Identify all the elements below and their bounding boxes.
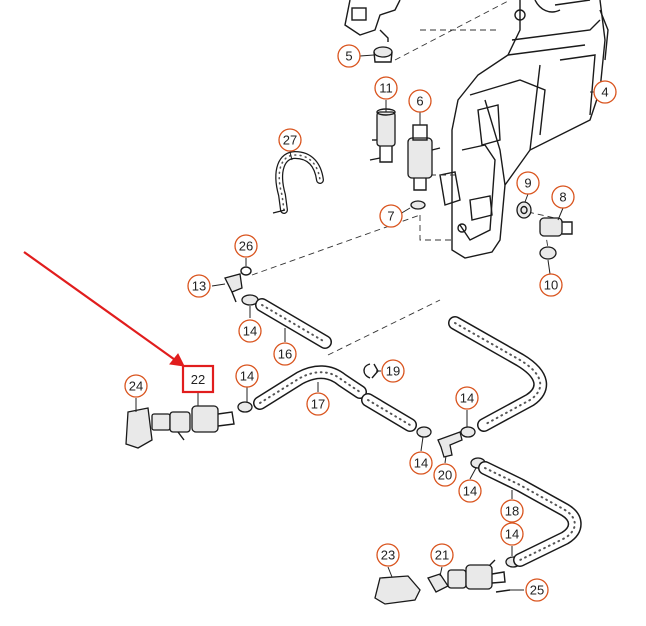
cap-10 — [539, 246, 557, 260]
callout-11: 11 — [374, 76, 398, 100]
svg-text:21: 21 — [435, 548, 449, 563]
callout-4: 4 — [593, 80, 617, 104]
svg-text:19: 19 — [386, 364, 400, 379]
callout-27: 27 — [278, 128, 302, 152]
svg-text:27: 27 — [283, 133, 297, 148]
callout-14-right: 14 — [455, 386, 479, 410]
washer-reservoir — [439, 0, 609, 259]
callout-19: 19 — [381, 359, 405, 383]
highlight-arrow — [23, 251, 185, 367]
assembly-lines — [251, 0, 556, 356]
callout-14-mid: 14 — [409, 451, 433, 475]
callout-25: 25 — [525, 578, 549, 602]
grommet-5 — [373, 46, 393, 63]
hose-loop-right — [448, 316, 548, 432]
svg-text:24: 24 — [129, 379, 143, 394]
callout-14-left: 14 — [235, 364, 259, 388]
svg-text:14: 14 — [460, 391, 474, 406]
callout-24: 24 — [124, 374, 148, 398]
highlight-box — [181, 364, 215, 394]
t-piece-20 — [437, 431, 463, 458]
callout-5: 5 — [337, 44, 361, 68]
callout-10: 10 — [539, 273, 563, 297]
hose-17 — [253, 365, 417, 432]
callout-18: 18 — [500, 499, 524, 523]
callout-14-low: 14 — [458, 479, 482, 503]
callout-14-bottom: 14 — [500, 522, 524, 546]
grommet-9 — [516, 201, 532, 219]
callout-16: 16 — [273, 342, 297, 366]
svg-text:23: 23 — [381, 548, 395, 563]
hose-27 — [272, 151, 324, 214]
svg-text:16: 16 — [278, 347, 292, 362]
hose-18 — [469, 461, 582, 576]
callout-6: 6 — [408, 89, 432, 113]
svg-text:14: 14 — [243, 324, 257, 339]
headlight-washer-nozzle-21 — [427, 564, 511, 593]
svg-text:17: 17 — [311, 397, 325, 412]
svg-text:13: 13 — [192, 279, 206, 294]
connector-13 — [224, 266, 252, 303]
svg-text:20: 20 — [438, 468, 452, 483]
callout-8: 8 — [551, 185, 575, 209]
washer-pump-6 — [407, 124, 441, 191]
svg-text:14: 14 — [414, 456, 428, 471]
svg-text:26: 26 — [239, 239, 253, 254]
grommet-7 — [410, 200, 426, 210]
svg-text:14: 14 — [240, 369, 254, 384]
svg-text:14: 14 — [463, 484, 477, 499]
svg-text:14: 14 — [505, 527, 519, 542]
leader-lines — [135, 54, 603, 591]
svg-text:25: 25 — [530, 583, 544, 598]
callout-26: 26 — [234, 234, 258, 258]
clamp-14-left — [237, 401, 253, 413]
callout-20: 20 — [433, 463, 457, 487]
svg-text:7: 7 — [387, 209, 394, 224]
callout-9: 9 — [516, 171, 540, 195]
callout-13: 13 — [187, 274, 211, 298]
svg-text:6: 6 — [416, 94, 423, 109]
level-sensor-8 — [539, 217, 573, 237]
clamp-14-right — [460, 426, 476, 438]
callout-7: 7 — [379, 204, 403, 228]
callout-22: 22 — [191, 372, 205, 387]
svg-text:18: 18 — [505, 504, 519, 519]
svg-text:8: 8 — [559, 190, 566, 205]
clip-19 — [363, 363, 379, 379]
headlight-washer-nozzle-22 — [125, 405, 235, 449]
mounting-bracket — [344, 0, 401, 42]
callout-17: 17 — [306, 392, 330, 416]
callout-21: 21 — [430, 543, 454, 567]
svg-text:5: 5 — [345, 49, 352, 64]
callout-23: 23 — [376, 543, 400, 567]
hose-16 — [255, 298, 332, 349]
svg-text:4: 4 — [601, 85, 608, 100]
svg-text:22: 22 — [191, 372, 205, 387]
clamp-14-mid — [416, 426, 432, 438]
svg-text:11: 11 — [379, 81, 393, 96]
svg-text:10: 10 — [544, 278, 558, 293]
nozzle-cap-23 — [374, 575, 421, 605]
svg-text:9: 9 — [524, 176, 531, 191]
callout-14-top: 14 — [238, 319, 262, 343]
washer-pump-11 — [369, 108, 396, 163]
